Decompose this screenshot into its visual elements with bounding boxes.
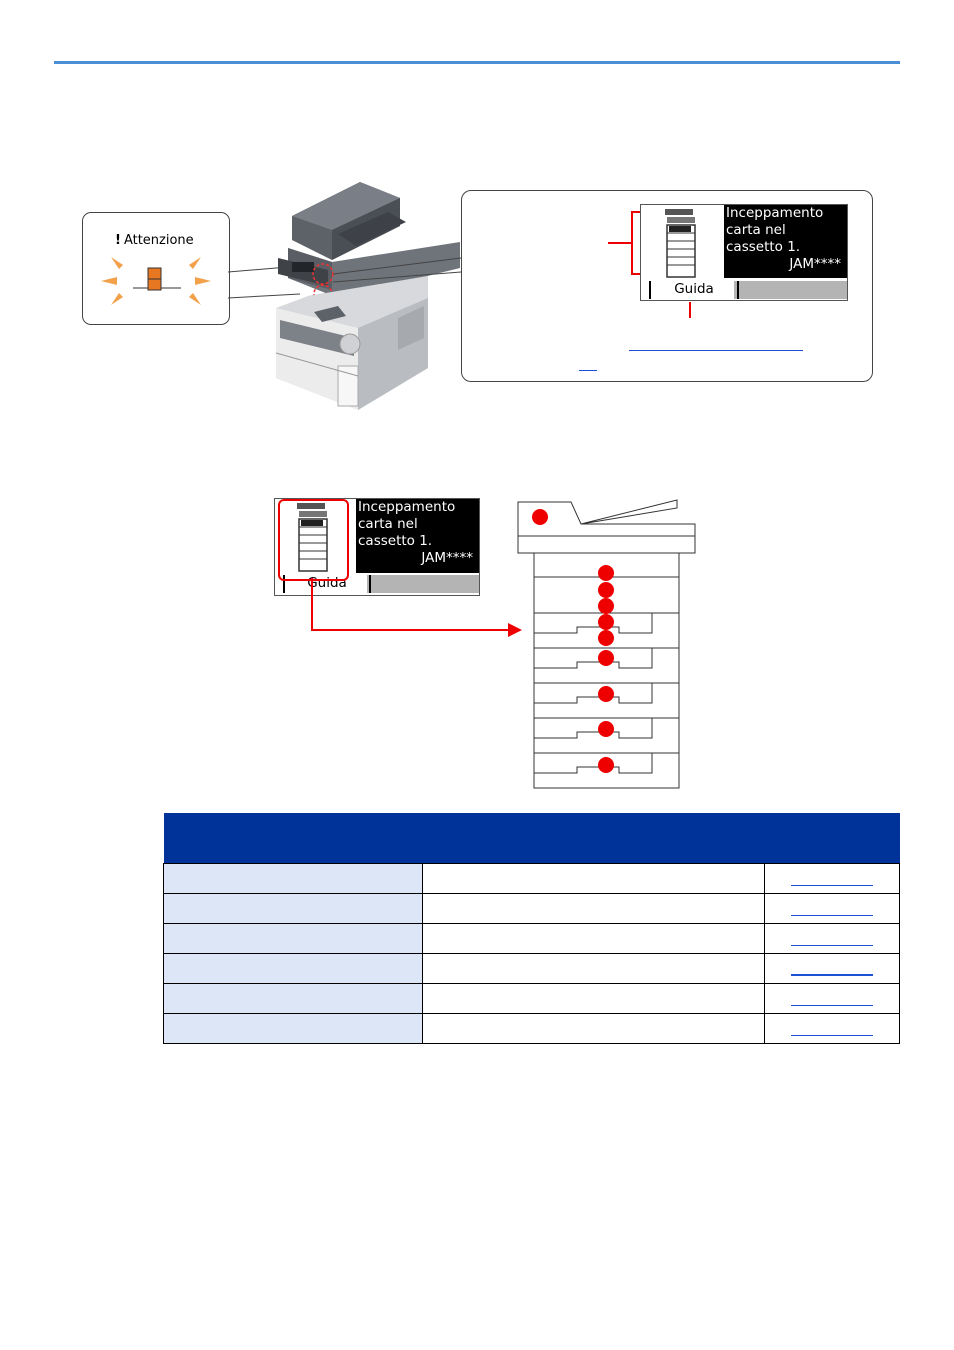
description-cell <box>422 1013 765 1044</box>
exclamation-icon: ! <box>115 233 121 248</box>
error-message: Inceppamento carta nel cassetto 1. JAM**… <box>356 499 479 573</box>
jam-location-diagram <box>517 499 696 789</box>
machine-status-icon <box>665 209 696 278</box>
page-ref-cell <box>764 893 900 924</box>
location-cell <box>163 953 423 984</box>
top-rule <box>54 61 900 64</box>
page-link[interactable] <box>791 1034 873 1036</box>
page-ref-cell <box>764 953 900 984</box>
guide-soft-key[interactable]: Guida <box>649 281 739 299</box>
error-message: Inceppamento carta nel cassetto 1. JAM**… <box>724 205 847 278</box>
message-line: carta nel <box>358 516 418 532</box>
message-line: Inceppamento <box>358 499 456 515</box>
header-cell <box>163 813 423 864</box>
page-link[interactable] <box>791 884 873 886</box>
table-row <box>163 983 900 1014</box>
soft-key-bar <box>734 281 847 299</box>
page-link[interactable] <box>791 973 873 976</box>
table-row <box>163 1013 900 1044</box>
table-header-row <box>163 813 900 864</box>
table-row <box>163 923 900 954</box>
jam-code: JAM**** <box>421 550 473 566</box>
header-cell <box>764 813 900 864</box>
location-cell <box>163 893 423 924</box>
page-ref-cell <box>764 863 900 894</box>
page-ref-cell <box>764 983 900 1014</box>
message-line: cassetto 1. <box>726 239 801 255</box>
page-link[interactable] <box>791 1004 873 1006</box>
status-icon-highlight <box>278 499 349 581</box>
description-cell <box>422 923 765 954</box>
table-row <box>163 863 900 894</box>
description-cell <box>422 953 765 984</box>
description-cell <box>422 983 765 1014</box>
soft-key-bar <box>367 575 479 593</box>
page-link[interactable] <box>791 944 873 946</box>
location-cell <box>163 983 423 1014</box>
location-cell <box>163 923 423 954</box>
message-line: cassetto 1. <box>358 533 433 549</box>
message-line: Inceppamento <box>726 205 824 221</box>
header-cell <box>422 813 765 864</box>
printer-illustration <box>228 182 462 410</box>
attention-text: Attenzione <box>123 233 194 248</box>
reference-link-page[interactable] <box>579 370 597 371</box>
location-cell <box>163 863 423 894</box>
blinking-led-icon <box>101 257 211 305</box>
table-row <box>163 953 900 984</box>
lcd-panel-top: Inceppamento carta nel cassetto 1. JAM**… <box>640 204 848 301</box>
table-row <box>163 893 900 924</box>
guide-label: Guida <box>674 281 714 297</box>
description-cell <box>422 863 765 894</box>
jam-code: JAM**** <box>789 256 841 272</box>
attention-label: !Attenzione <box>115 233 194 248</box>
callout-bracket <box>608 211 691 318</box>
page-ref-cell <box>764 1013 900 1044</box>
description-cell <box>422 893 765 924</box>
message-line: carta nel <box>726 222 786 238</box>
page-ref-cell <box>764 923 900 954</box>
jam-location-table <box>163 813 900 1044</box>
pointer-arrow <box>311 578 522 637</box>
machine-status-icon <box>297 503 328 572</box>
location-cell <box>163 1013 423 1044</box>
page-link[interactable] <box>791 914 873 916</box>
reference-link[interactable] <box>629 350 803 351</box>
attention-callout: !Attenzione <box>82 212 230 325</box>
